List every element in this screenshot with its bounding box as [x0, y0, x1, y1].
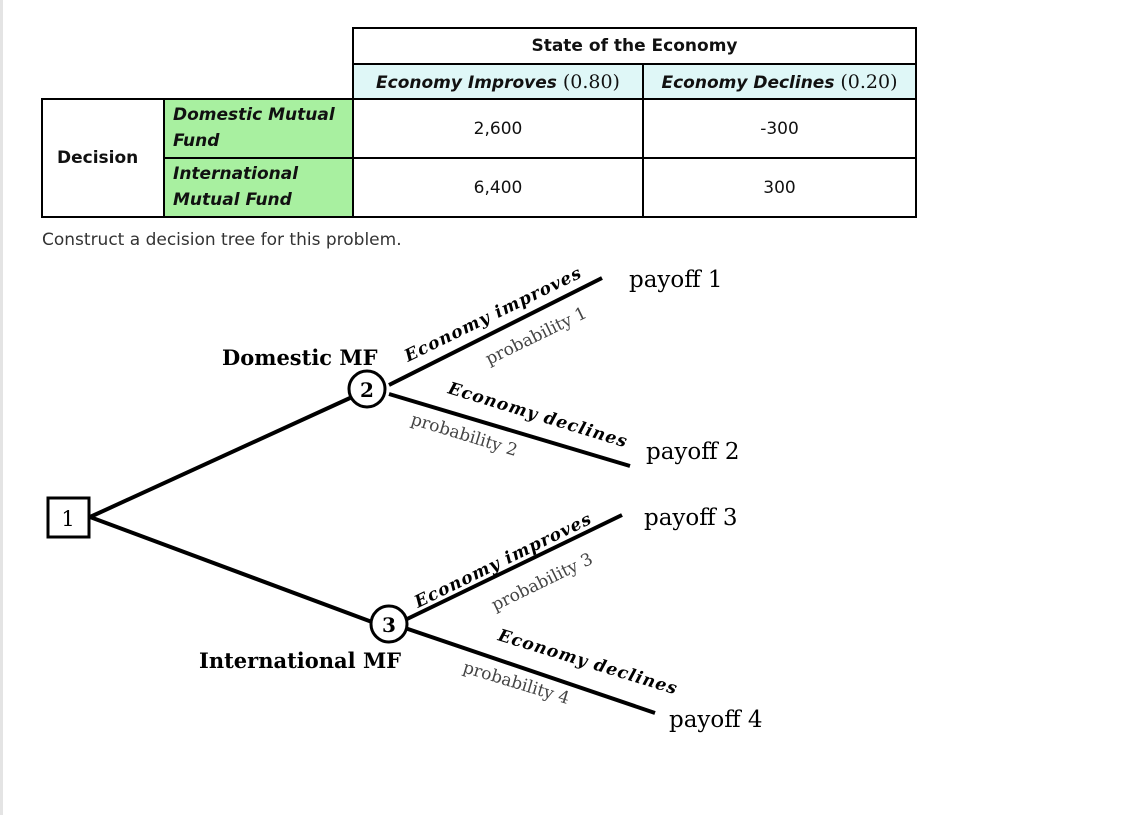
payoff-international-declines: 300: [642, 157, 917, 218]
payoff-table: State of the Economy Economy Improves (0…: [41, 27, 917, 218]
decision-tree: 1 2 3 Domestic MF International MF Econo…: [46, 263, 763, 733]
alternative-international-line2: Mutual Fund: [173, 189, 292, 210]
branch-international-improves: [404, 513, 623, 622]
chance-node-2-label: 2: [360, 378, 374, 402]
economy-improves-header: Economy Improves (0.80): [352, 63, 644, 100]
instruction-text: Construct a decision tree for this probl…: [42, 230, 402, 250]
economy-declines-label: Economy Declines: [661, 72, 835, 93]
payoff-3-label: payoff 3: [644, 505, 738, 531]
payoff-4-label: payoff 4: [669, 707, 763, 733]
payoff-international-improves: 6,400: [352, 157, 644, 218]
branch-international-declines: [404, 626, 656, 715]
domestic-mf-label: Domestic MF: [222, 345, 378, 370]
state-of-economy-header: State of the Economy: [352, 27, 917, 65]
alternative-domestic-line2: Fund: [173, 130, 220, 151]
branch-international: [89, 515, 373, 624]
decision-node-1-label: 1: [61, 507, 74, 531]
branch-domestic-declines: [388, 392, 631, 468]
window-edge: [0, 0, 3, 815]
payoff-2-label: payoff 2: [646, 439, 740, 465]
alternative-domestic: Domestic Mutual Fund: [163, 98, 354, 159]
economy-improves-probability: (0.80): [562, 70, 620, 93]
chance-node-2: [347, 369, 387, 409]
alternative-international: International Mutual Fund: [163, 157, 354, 218]
payoff-domestic-improves: 2,600: [352, 98, 644, 159]
economy-declines-probability: (0.20): [840, 70, 898, 93]
payoff-1-label: payoff 1: [629, 267, 723, 293]
payoff-domestic-declines: -300: [642, 98, 917, 159]
alternative-international-line1: International: [173, 164, 299, 184]
decision-node-1: [46, 496, 91, 539]
branch-domestic-improves: [388, 276, 603, 387]
economy-improves-label: Economy Improves: [376, 72, 557, 93]
branch-domestic: [89, 396, 351, 519]
chance-node-3-label: 3: [382, 613, 396, 637]
international-mf-label: International MF: [199, 648, 401, 673]
chance-node-3: [369, 604, 409, 644]
decision-label: Decision: [41, 98, 165, 218]
alternative-domestic-line1: Domestic Mutual: [173, 105, 335, 125]
economy-declines-header: Economy Declines (0.20): [642, 63, 917, 100]
